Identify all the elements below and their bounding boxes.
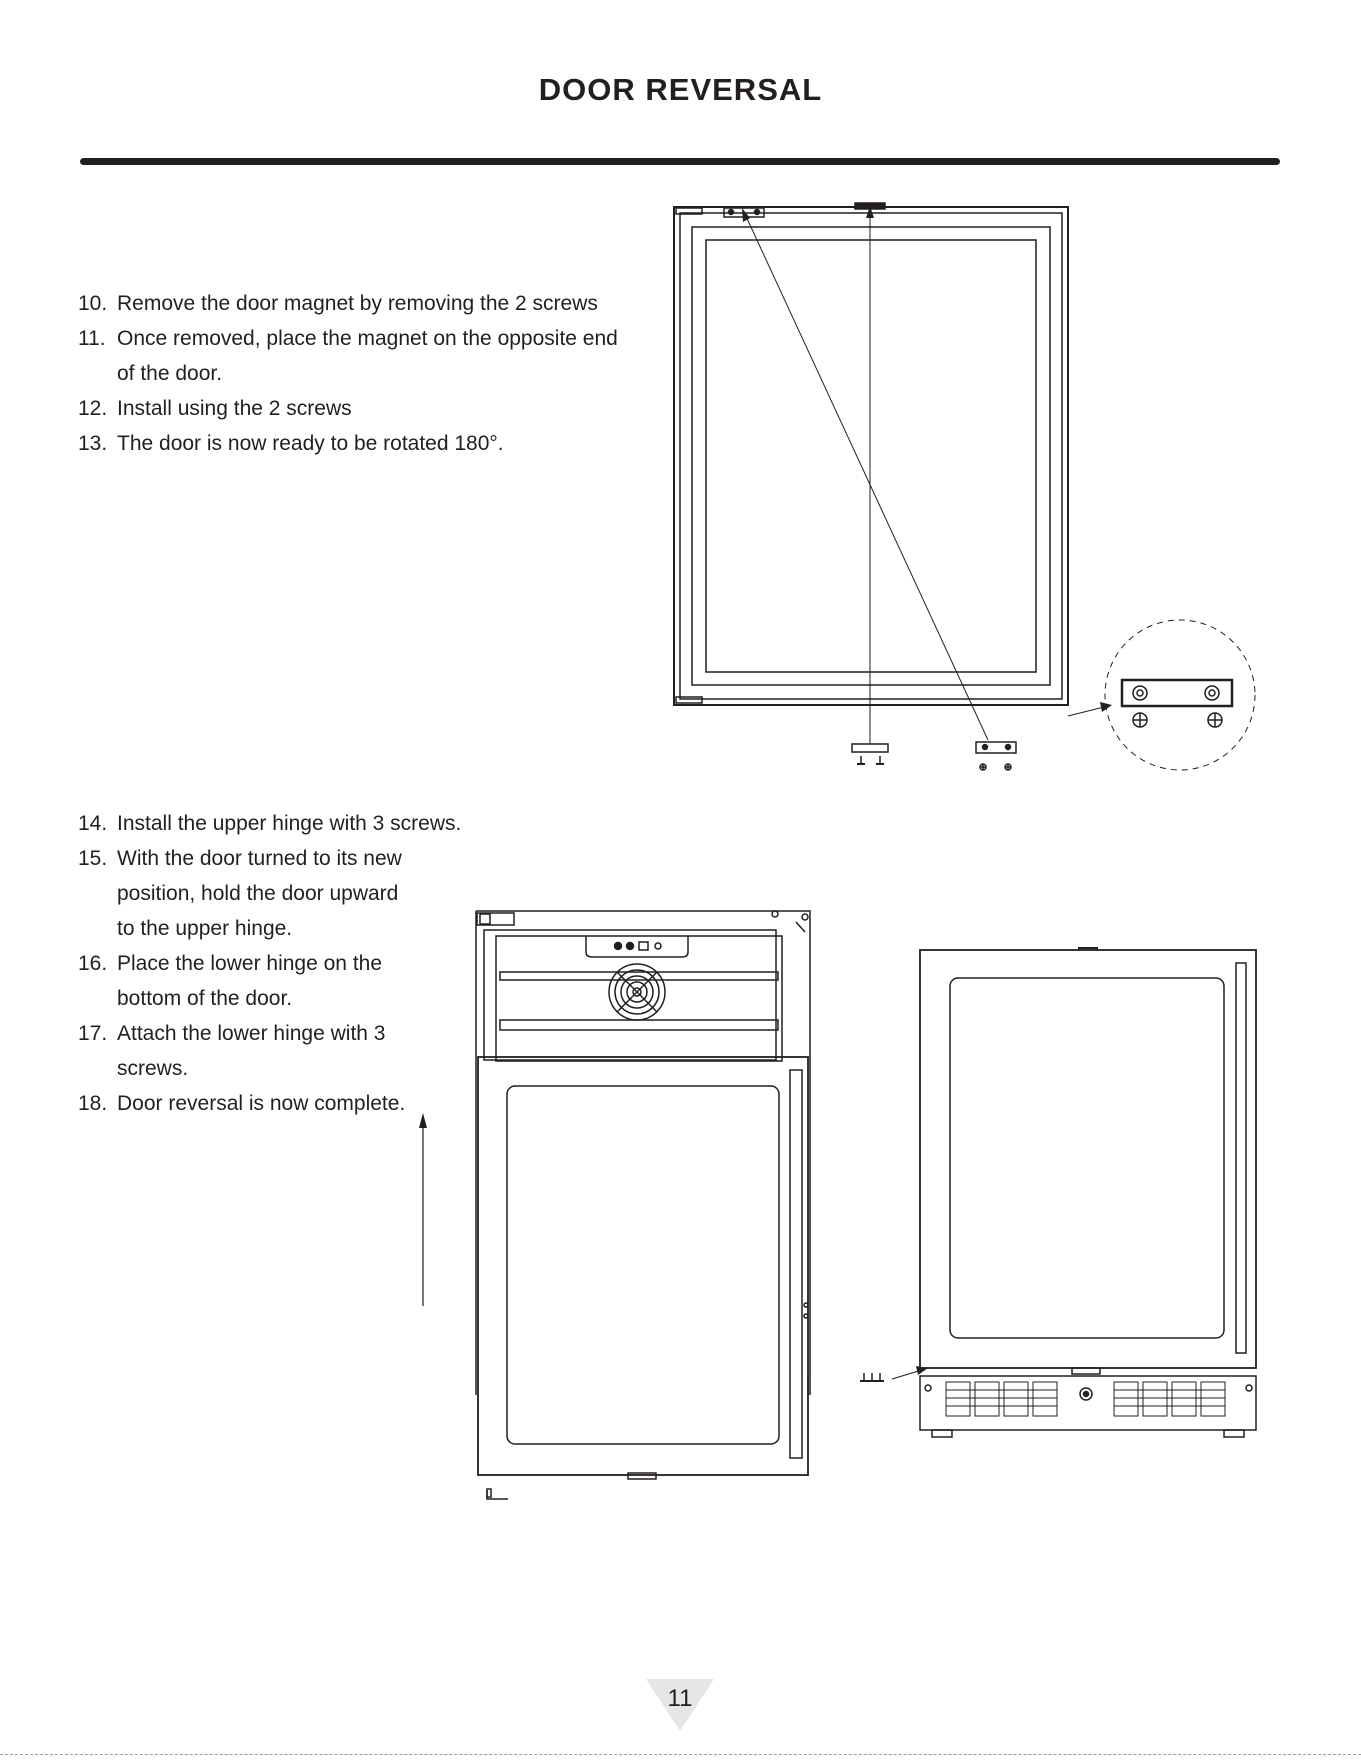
step-number: 14. (78, 812, 108, 835)
step-text: Door reversal is now complete. (117, 1092, 406, 1115)
step-text: Place the lower hinge on the bottom of t… (117, 952, 383, 1010)
list-item: 13. The door is now ready to be rotated 1… (78, 426, 638, 461)
page-number-tab: 11 (640, 1677, 720, 1733)
step-text: Install the upper hinge with 3 screws. (117, 812, 462, 835)
list-item: 14. Install the upper hinge with 3 screws… (78, 806, 498, 841)
step-number: 13. (78, 432, 108, 455)
hinge-install-figure (419, 910, 811, 1500)
list-item: 12. Install using the 2 screws (78, 391, 638, 426)
door-magnet-figure (673, 202, 1256, 771)
step-text: With the door turned to its new position… (117, 847, 402, 940)
completed-unit-figure (860, 947, 1257, 1438)
list-item: 18. Door reversal is now complete. (78, 1086, 417, 1121)
step-number: 18. (78, 1092, 108, 1115)
step-number: 11. (78, 327, 106, 350)
page-number: 11 (667, 1685, 693, 1712)
step-number: 16. (78, 952, 108, 975)
step-number: 15. (78, 847, 108, 870)
page-tab-shape (646, 1679, 714, 1731)
step-text: Install using the 2 screws (117, 397, 352, 420)
base-grille (945, 1381, 1226, 1417)
step-text: Once removed, place the magnet on the op… (117, 327, 618, 385)
step-text: The door is now ready to be rotated 180°… (117, 432, 504, 455)
step-number: 12. (78, 397, 108, 420)
list-item: 16. Place the lower hinge on the bottom o… (78, 946, 417, 1016)
header-rule (80, 158, 1280, 165)
footer-rule (0, 1754, 1361, 1755)
list-item: 15. With the door turned to its new posit… (78, 841, 417, 946)
step-number: 17. (78, 1022, 108, 1045)
steps-list-magnet: 10. Remove the door magnet by removing th… (78, 286, 638, 461)
steps-list-hinges: 14. Install the upper hinge with 3 screws… (78, 806, 498, 1121)
step-text: Attach the lower hinge with 3 screws. (117, 1022, 386, 1080)
list-item: 17. Attach the lower hinge with 3 screws. (78, 1016, 417, 1086)
page-title: DOOR REVERSAL (538, 72, 823, 107)
magnet-detail-callout (1104, 619, 1256, 771)
list-item: 11. Once removed, place the magnet on the… (78, 321, 637, 391)
list-item: 10. Remove the door magnet by removing th… (78, 286, 638, 321)
step-number: 10. (78, 292, 108, 315)
step-text: Remove the door magnet by removing the 2… (117, 292, 598, 315)
